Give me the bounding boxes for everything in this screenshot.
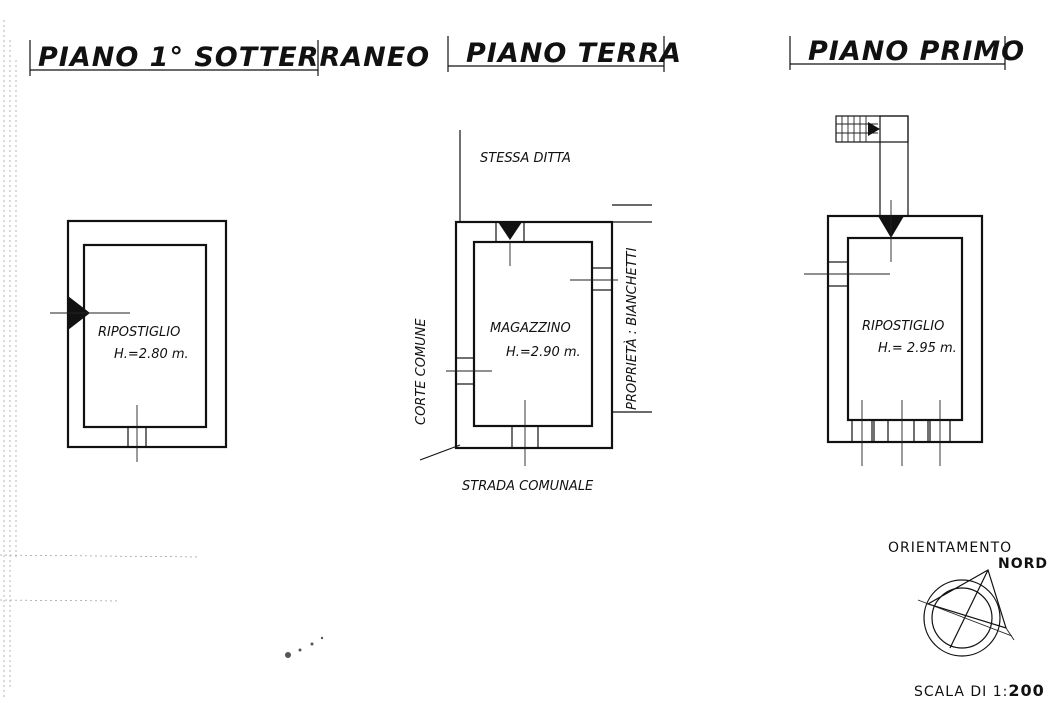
first-outer-wall [826, 214, 984, 444]
scale-label: SCALA DI 1:200 [914, 681, 1045, 700]
basement-room-name: RIPOSTIGLIO [98, 325, 180, 340]
first-room-height: H.= 2.95 m. [878, 341, 957, 356]
basement-outer-wall [66, 219, 228, 449]
orientation-compass: ORIENTAMENTO NORD SCALA DI 1:200 [888, 540, 1048, 700]
orientation-label: ORIENTAMENTO [888, 540, 1012, 556]
neighbor-bottom-label: STRADA COMUNALE [462, 479, 594, 494]
first-room-name: RIPOSTIGLIO [862, 319, 944, 334]
title-ground: PIANO TERRA [447, 36, 682, 72]
ground-plan: MAGAZZINO H.=2.90 m. STESSA DITTA STRADA… [414, 130, 652, 494]
scan-smudge [285, 636, 324, 658]
stair-arrow-icon [868, 122, 880, 136]
title-basement: PIANO 1° SOTTERRANEO [29, 40, 430, 76]
north-label: NORD [998, 556, 1048, 572]
compass-needle-icon [926, 569, 1007, 629]
basement-title-text: PIANO 1° SOTTERRANEO [38, 42, 430, 73]
first-title-text: PIANO PRIMO [808, 36, 1025, 67]
ground-room-name: MAGAZZINO [490, 321, 571, 336]
first-inner-wall [846, 236, 964, 422]
ground-entrance-arrow-icon [498, 222, 522, 240]
first-plan: RIPOSTIGLIO H.= 2.95 m. [804, 115, 984, 466]
neighbor-top-label: STESSA DITTA [480, 151, 571, 166]
title-first: PIANO PRIMO [789, 36, 1025, 70]
neighbor-right-label: PROPRIETÀ : BIANCHETTI [624, 247, 640, 410]
basement-plan: RIPOSTIGLIO H.=2.80 m. [50, 219, 228, 462]
scan-noise [0, 20, 201, 700]
neighbor-left-label: CORTE COMUNE [414, 318, 429, 425]
basement-room-height: H.=2.80 m. [114, 347, 189, 362]
ground-title-text: PIANO TERRA [466, 38, 682, 69]
ground-room-height: H.=2.90 m. [506, 345, 581, 360]
